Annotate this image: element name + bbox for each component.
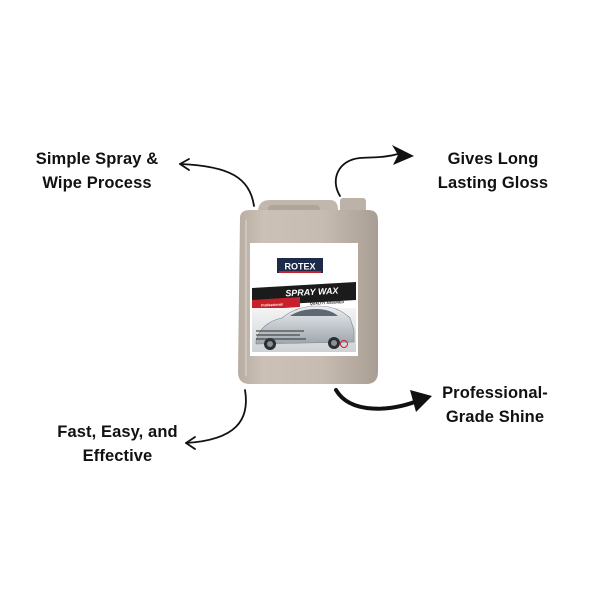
arrow-to-professional-shine: [334, 388, 432, 412]
feature-simple-spray: Simple Spray & Wipe Process: [22, 147, 172, 195]
product-name: SPRAY WAX: [285, 286, 340, 299]
feature-line: Simple Spray &: [35, 150, 159, 168]
feature-fast-easy: Fast, Easy, and Effective: [45, 420, 190, 468]
arrow-to-fast-easy: [185, 389, 247, 450]
feature-line: Professional-: [442, 384, 548, 402]
brand-logo: [277, 258, 323, 273]
brand-name: ROTEX: [284, 262, 315, 272]
product-label: [250, 243, 358, 356]
feature-line: Fast, Easy, and: [57, 423, 178, 441]
spray-wax-canister: ROTEX SPRAY WAX QUALITY ASSURED Professi…: [238, 198, 378, 384]
ribbon-text: Professional: [261, 302, 283, 307]
arrow-to-simple-spray: [179, 158, 255, 207]
feature-line: Wipe Process: [42, 174, 152, 192]
feature-long-gloss: Gives Long Lasting Gloss: [418, 147, 568, 195]
feature-line: Grade Shine: [445, 408, 545, 426]
hazard-icon: [340, 340, 348, 348]
label-ribbon: [252, 297, 300, 310]
feature-line: Gives Long: [447, 150, 539, 168]
product-subtitle: QUALITY ASSURED: [310, 300, 345, 306]
feature-professional-shine: Professional- Grade Shine: [420, 381, 570, 429]
feature-line: Effective: [82, 447, 153, 465]
arrow-to-long-gloss: [334, 145, 414, 197]
feature-line: Lasting Gloss: [437, 174, 549, 192]
